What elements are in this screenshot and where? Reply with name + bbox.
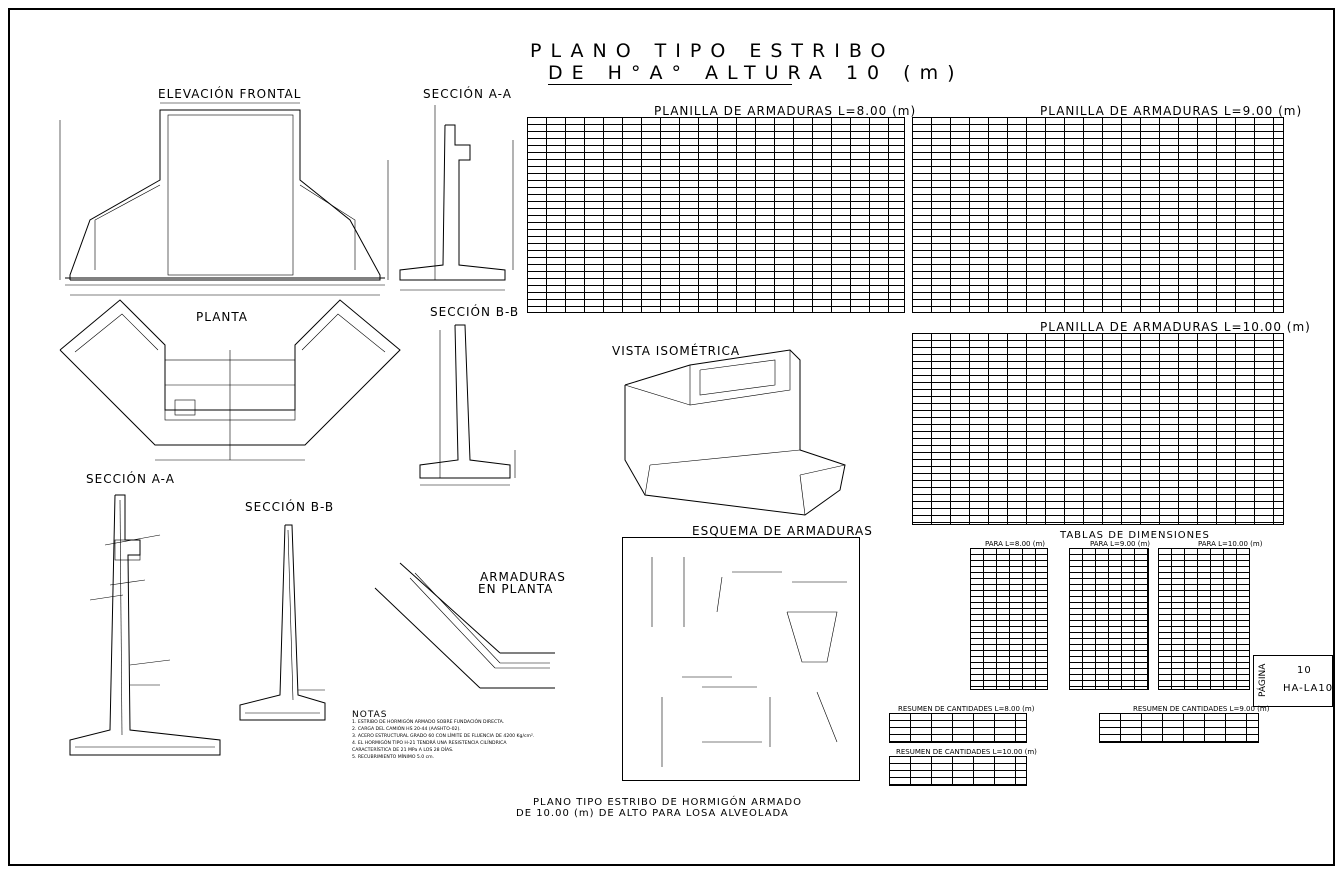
para-9-label: PARA L=9.00 (m) (1090, 540, 1151, 548)
view-label-elevacion-frontal: ELEVACIÓN FRONTAL (158, 87, 302, 101)
resumen-10-table (889, 756, 1027, 786)
resumen-8-table (889, 713, 1027, 743)
vista-isometrica-drawing (624, 349, 846, 516)
view-label-seccion-bb-top: SECCIÓN B-B (430, 305, 520, 319)
note-item: 1. ESTRIBO DE HORMIGÓN ARMADO SOBRE FUND… (352, 720, 505, 725)
view-label-esquema-armaduras: ESQUEMA DE ARMADURAS (692, 524, 873, 538)
sheet-title-line2: DE H°A° ALTURA 10 (m) (548, 62, 964, 85)
footer-title-line1: PLANO TIPO ESTRIBO DE HORMIGÓN ARMADO (533, 797, 802, 808)
resumen-9-title: RESUMEN DE CANTIDADES L=9.00 (m) (1133, 705, 1270, 713)
armaduras-en-planta-drawing (374, 562, 555, 689)
para-8-label: PARA L=8.00 (m) (985, 540, 1046, 548)
esquema-armaduras-drawing (651, 557, 847, 767)
view-label-vista-isometrica: VISTA ISOMÉTRICA (612, 344, 741, 358)
view-label-armaduras: ARMADURAS (480, 570, 566, 584)
dimensiones-9-table (1069, 548, 1149, 690)
seccion-bb-bottom-drawing (239, 524, 326, 721)
tablas-dimensiones-title: TABLAS DE DIMENSIONES (1060, 530, 1210, 541)
page-code: HA-LA10 (1283, 683, 1334, 694)
note-item: 5. RECUBRIMIENTO MÍNIMO 5.0 cm. (352, 755, 435, 760)
sheet-border (8, 8, 1335, 866)
view-label-seccion-aa-bottom: SECCIÓN A-A (86, 472, 175, 486)
note-item: CARACTERÍSTICA DE 21 MPa A LOS 28 DÍAS. (352, 748, 454, 753)
planilla-8-table (527, 117, 905, 313)
planta-drawing (59, 299, 401, 461)
view-label-planta: PLANTA (196, 310, 248, 324)
dimensiones-8-table (970, 548, 1048, 690)
note-item: 4. EL HORMIGÓN TIPO H-21 TENDRÁ UNA RESI… (352, 741, 507, 746)
view-label-seccion-aa-top: SECCIÓN A-A (423, 87, 512, 101)
notes-block: NOTAS 1. ESTRIBO DE HORMIGÓN ARMADO SOBR… (352, 710, 535, 761)
dimensiones-10-table (1158, 548, 1250, 690)
seccion-aa-top-drawing (399, 105, 514, 291)
note-item: 2. CARGA DEL CAMIÓN HS 20-44 (AASHTO-02)… (352, 727, 461, 732)
resumen-9-table (1099, 713, 1259, 743)
sheet-title-line1: PLANO TIPO ESTRIBO (530, 40, 895, 62)
note-item: 3. ACERO ESTRUCTURAL GRADO 60 CON LÍMITE… (352, 734, 535, 739)
seccion-aa-bottom-drawing (69, 494, 221, 756)
page-box-label: PÁGINA (1258, 663, 1268, 697)
planilla-9-table (912, 117, 1284, 313)
view-label-seccion-bb-bottom: SECCIÓN B-B (245, 500, 335, 514)
planilla-10-table (912, 333, 1284, 525)
resumen-8-title: RESUMEN DE CANTIDADES L=8.00 (m) (898, 705, 1035, 713)
resumen-10-title: RESUMEN DE CANTIDADES L=10.00 (m) (896, 748, 1037, 756)
para-10-label: PARA L=10.00 (m) (1198, 540, 1263, 548)
planilla-10-title: PLANILLA DE ARMADURAS L=10.00 (m) (1040, 320, 1311, 334)
page-box (1253, 655, 1333, 707)
view-label-en-planta: EN PLANTA (478, 582, 554, 596)
planilla-8-title: PLANILLA DE ARMADURAS L=8.00 (m) (654, 104, 917, 118)
planilla-9-title: PLANILLA DE ARMADURAS L=9.00 (m) (1040, 104, 1303, 118)
elevacion-frontal-drawing (59, 102, 389, 296)
footer-title-line2: DE 10.00 (m) DE ALTO PARA LOSA ALVEOLADA (516, 808, 789, 819)
seccion-bb-top-drawing (419, 324, 516, 486)
notes-heading: NOTAS (352, 710, 388, 720)
esquema-armaduras-box (622, 537, 860, 781)
page-number: 10 (1297, 665, 1312, 676)
